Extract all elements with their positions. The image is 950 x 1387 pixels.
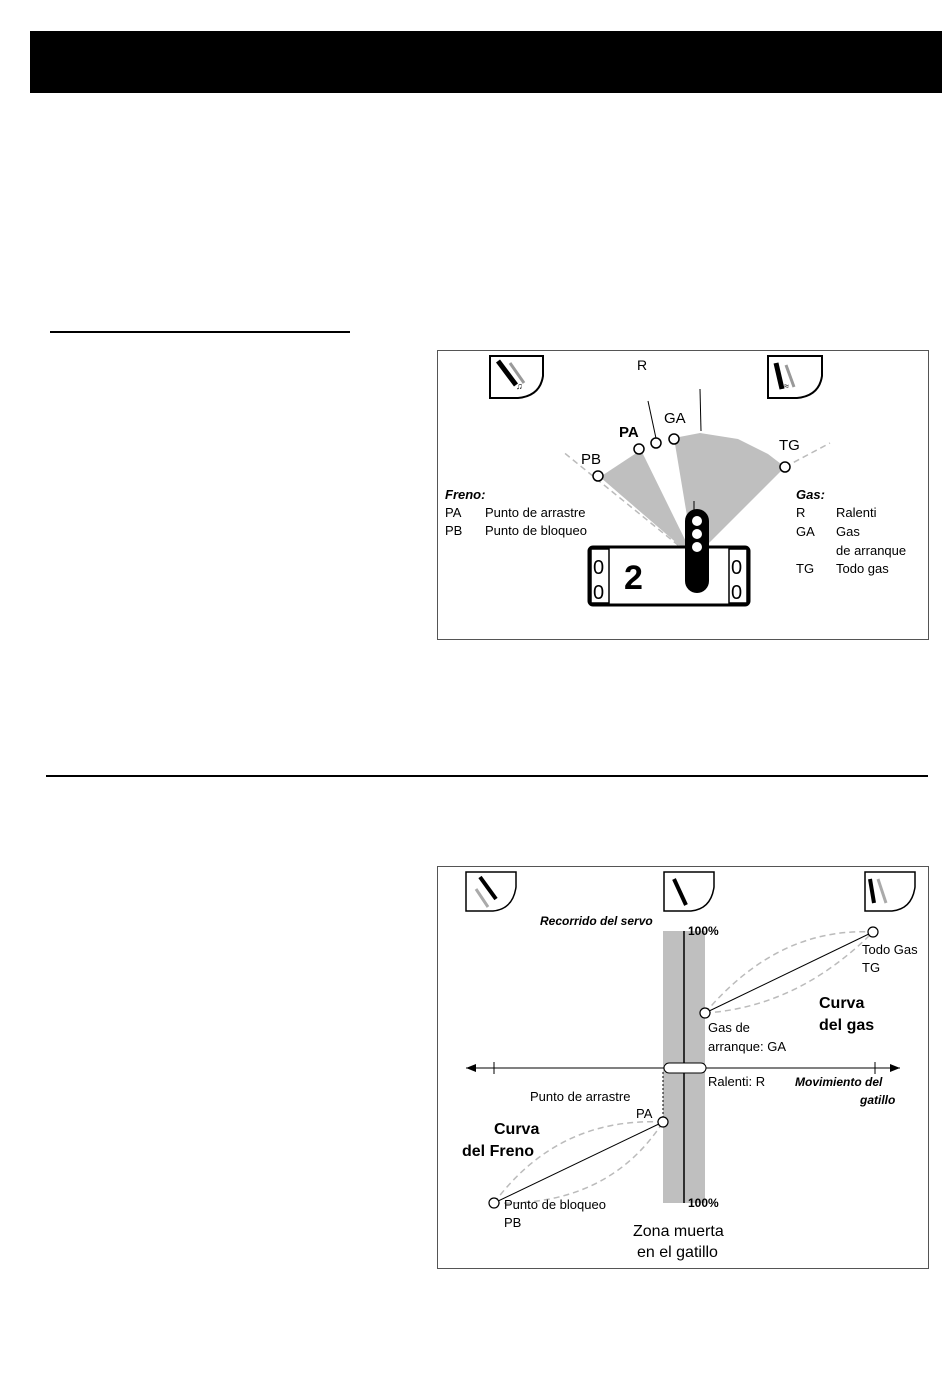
ralenti-marker: [663, 1062, 707, 1074]
brake-legend-title: Freno:: [445, 487, 485, 502]
brake-legend-abbr-pa: PA: [445, 505, 462, 520]
gas-legend-abbr-tg: TG: [796, 561, 814, 576]
gas-legend-abbr-ga: GA: [796, 524, 815, 539]
brake-legend-text-pa: Punto de arrastre: [485, 505, 585, 520]
pb-point: [592, 470, 604, 482]
trigger-brake-icon: [465, 871, 517, 912]
digit-left-top: 0: [593, 557, 604, 579]
label-r: R: [637, 357, 647, 373]
dead-zone-label-2: en el gatillo: [637, 1244, 718, 1261]
dead-zone-label-1: Zona muerta: [633, 1223, 724, 1240]
gas-arranque-label-1: Gas de: [708, 1020, 750, 1035]
trigger-lever: [685, 509, 709, 593]
trigger-throttle-icon: [864, 871, 916, 912]
svg-text:♫: ♫: [516, 381, 523, 391]
todo-gas-label: Todo Gas: [862, 942, 918, 957]
label-ga: GA: [664, 410, 686, 427]
ga-point: [699, 1007, 711, 1019]
throttle-brake-curve-figure: Recorrido del servo 100% 100% Todo Gas T…: [437, 866, 929, 1269]
gas-curve: [704, 931, 874, 1014]
trigger-neutral-icon: [663, 871, 715, 912]
gas-legend-text-ga: Gas: [836, 524, 860, 539]
gas-legend-abbr-r: R: [796, 505, 805, 520]
punto-arrastre-label: Punto de arrastre: [530, 1089, 630, 1104]
gas-legend-text-ga-cont: de arranque: [836, 543, 906, 558]
trigger-throttle-icon: ≈: [767, 355, 823, 399]
pct-top: 100%: [688, 924, 719, 938]
gas-arranque-label-2: arranque: GA: [708, 1039, 786, 1054]
label-pa: PA: [619, 424, 639, 441]
digit-right-top: 0: [731, 557, 742, 579]
ralenti-label: Ralenti: R: [708, 1074, 765, 1089]
brake-legend-text-pb: Punto de bloqueo: [485, 523, 587, 538]
trigger-movement-label-2: gatillo: [859, 1093, 895, 1107]
servo-travel-label: Recorrido del servo: [540, 914, 653, 928]
channel-number: 2: [624, 559, 643, 597]
label-pb: PB: [581, 451, 601, 468]
brake-legend-abbr-pb: PB: [445, 523, 462, 538]
section-rule: [50, 331, 350, 333]
brake-curve-title-1: Curva: [494, 1121, 539, 1138]
pb-point: [488, 1197, 500, 1209]
label-tg: TG: [779, 437, 800, 454]
gas-legend-title: Gas:: [796, 487, 825, 502]
gas-curve-title-2: del gas: [819, 1017, 874, 1034]
gas-curve-title-1: Curva: [819, 995, 864, 1012]
pct-bottom: 100%: [688, 1196, 719, 1210]
ga-point: [668, 433, 680, 445]
pb-label: PB: [504, 1215, 521, 1230]
trigger-movement-label-1: Movimiento del: [795, 1075, 883, 1089]
brake-curve: [493, 1121, 664, 1204]
brake-sector: [600, 450, 694, 558]
header-bar: [30, 31, 942, 93]
channel-display: 0 0 0 0 2: [587, 545, 751, 607]
gas-legend-text-tg: Todo gas: [836, 561, 889, 576]
pa-label: PA: [636, 1106, 653, 1121]
digit-left-bottom: 0: [593, 582, 604, 604]
pa-point: [657, 1116, 669, 1128]
gas-legend-text-r: Ralenti: [836, 505, 877, 520]
trigger-brake-icon: ♫: [489, 355, 544, 399]
tg-point: [779, 461, 791, 473]
tg-point: [867, 926, 879, 938]
throttle-brake-positions-figure: ♫ ≈ R PA GA PB TG Freno: PA Punto de arr…: [437, 350, 929, 640]
section-divider: [46, 775, 928, 777]
pa-point: [633, 443, 645, 455]
punto-bloqueo-label: Punto de bloqueo: [504, 1197, 606, 1212]
brake-curve-title-2: del Freno: [462, 1143, 534, 1160]
tg-label: TG: [862, 960, 880, 975]
digit-right-bottom: 0: [731, 582, 742, 604]
r-point: [650, 437, 662, 449]
svg-text:≈: ≈: [784, 381, 789, 391]
